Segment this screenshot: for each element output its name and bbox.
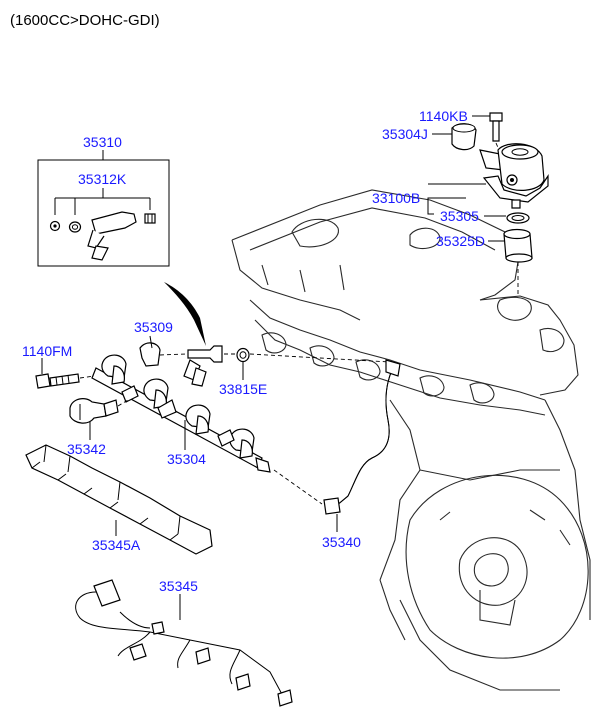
hp-pump-33100B[interactable] — [479, 143, 549, 209]
injector-kit-box — [37, 150, 170, 267]
part-label-1140KB[interactable]: 1140KB — [419, 108, 468, 124]
part-label-35340[interactable]: 35340 — [322, 534, 361, 550]
pressure-sensor-35342[interactable] — [69, 398, 119, 424]
rail-mount-brackets — [121, 385, 235, 447]
bracket-leader — [427, 183, 486, 215]
part-label-35325D[interactable]: 35325D — [436, 233, 485, 249]
tappet-35325D[interactable] — [503, 228, 533, 263]
dash-leader — [273, 469, 323, 505]
cap-35304J[interactable] — [451, 123, 477, 151]
part-label-35345A[interactable]: 35345A — [92, 537, 141, 553]
dash-leader — [79, 375, 95, 379]
dash-leader — [159, 353, 187, 356]
indicator-pointer-icon — [164, 282, 206, 346]
injector-cover-35345A[interactable] — [25, 444, 213, 555]
part-label-35304J[interactable]: 35304J — [382, 126, 428, 142]
part-label-1140FM[interactable]: 1140FM — [22, 343, 72, 359]
part-label-35310[interactable]: 35310 — [83, 134, 122, 150]
dash-leader — [249, 353, 391, 363]
bolt-1140KB[interactable] — [489, 112, 503, 142]
injector[interactable] — [183, 345, 223, 387]
bolt-1140FM[interactable] — [35, 373, 80, 389]
engine-assembly — [231, 189, 591, 691]
fuel-rail-35304[interactable] — [91, 354, 271, 473]
injector-kit-parts[interactable] — [49, 211, 156, 261]
dash-leader — [117, 399, 129, 407]
oring-33815E[interactable] — [236, 347, 250, 363]
part-label-33100B[interactable]: 33100B — [372, 190, 420, 206]
part-label-35304[interactable]: 35304 — [167, 451, 206, 467]
wiring-harness-35345[interactable] — [75, 579, 293, 707]
part-label-35309[interactable]: 35309 — [134, 319, 173, 335]
part-label-35305[interactable]: 35305 — [440, 208, 479, 224]
part-label-35345[interactable]: 35345 — [159, 578, 198, 594]
rail-injector-cups — [101, 354, 255, 459]
diagram-title: (1600CC>DOHC-GDI) — [10, 12, 160, 29]
part-label-35312K[interactable]: 35312K — [78, 171, 127, 187]
part-label-33815E[interactable]: 33815E — [219, 381, 267, 397]
part-label-35342[interactable]: 35342 — [67, 441, 106, 457]
injector-clip-35309[interactable] — [139, 335, 161, 367]
fuel-pipe-35340[interactable] — [323, 359, 401, 515]
gasket-35305[interactable] — [506, 212, 530, 224]
